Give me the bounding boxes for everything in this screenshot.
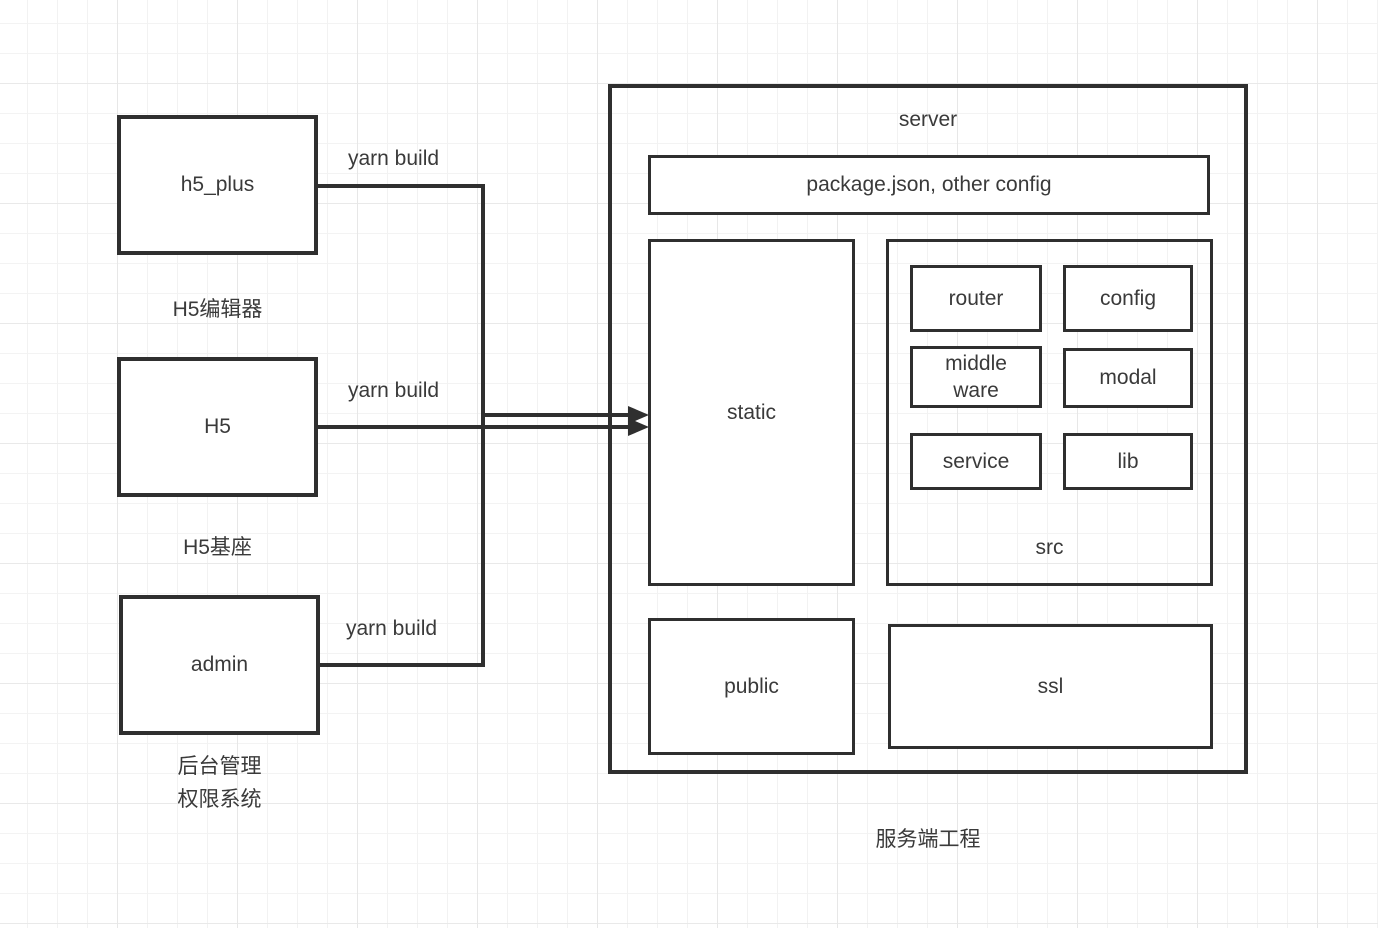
node-package-config-label: package.json, other config bbox=[806, 173, 1052, 197]
node-ssl: ssl bbox=[888, 624, 1213, 749]
node-src-label: src bbox=[1035, 535, 1064, 559]
edge-label-yarn-build-2: yarn build bbox=[348, 379, 440, 402]
node-ssl-label: ssl bbox=[1037, 674, 1064, 698]
node-h5: H5 bbox=[117, 357, 318, 497]
node-router: router bbox=[910, 265, 1042, 332]
node-router-label: router bbox=[948, 286, 1004, 310]
node-config: config bbox=[1063, 265, 1193, 332]
edge-h5plus-horizontal bbox=[318, 184, 485, 188]
edge-label-yarn-build-3: yarn build bbox=[346, 617, 438, 640]
node-service: service bbox=[910, 433, 1042, 490]
node-public-label: public bbox=[724, 674, 779, 698]
node-h5-plus-label: h5_plus bbox=[180, 173, 255, 197]
node-static: static bbox=[648, 239, 855, 586]
caption-server-project: 服务端工程 bbox=[875, 828, 981, 851]
caption-admin-system: 后台管理 权限系统 bbox=[177, 755, 262, 811]
node-lib-label: lib bbox=[1117, 449, 1139, 473]
server-container: server bbox=[608, 84, 1248, 774]
node-src: src bbox=[886, 239, 1213, 586]
edge-admin-horizontal bbox=[320, 663, 485, 667]
node-package-config: package.json, other config bbox=[648, 155, 1210, 215]
edge-h5-to-static-lower bbox=[318, 425, 630, 429]
node-admin: admin bbox=[119, 595, 320, 735]
node-config-label: config bbox=[1099, 286, 1157, 310]
node-service-label: service bbox=[942, 449, 1010, 473]
edge-label-yarn-build-1: yarn build bbox=[348, 147, 440, 170]
node-h5-label: H5 bbox=[204, 415, 231, 439]
node-modal-label: modal bbox=[1099, 366, 1157, 390]
server-title: server bbox=[898, 108, 958, 131]
node-lib: lib bbox=[1063, 433, 1193, 490]
node-public: public bbox=[648, 618, 855, 755]
node-middleware-label: middle ware bbox=[945, 351, 1007, 402]
node-middleware: middle ware bbox=[910, 346, 1042, 408]
node-modal: modal bbox=[1063, 348, 1193, 408]
arrowhead-lower-icon bbox=[628, 418, 649, 436]
node-static-label: static bbox=[726, 400, 776, 424]
node-admin-label: admin bbox=[190, 653, 249, 677]
node-h5-plus: h5_plus bbox=[117, 115, 318, 255]
caption-h5-base: H5基座 bbox=[183, 536, 252, 559]
caption-h5-editor: H5编辑器 bbox=[172, 298, 263, 321]
edge-merged-to-static-upper bbox=[483, 413, 630, 417]
